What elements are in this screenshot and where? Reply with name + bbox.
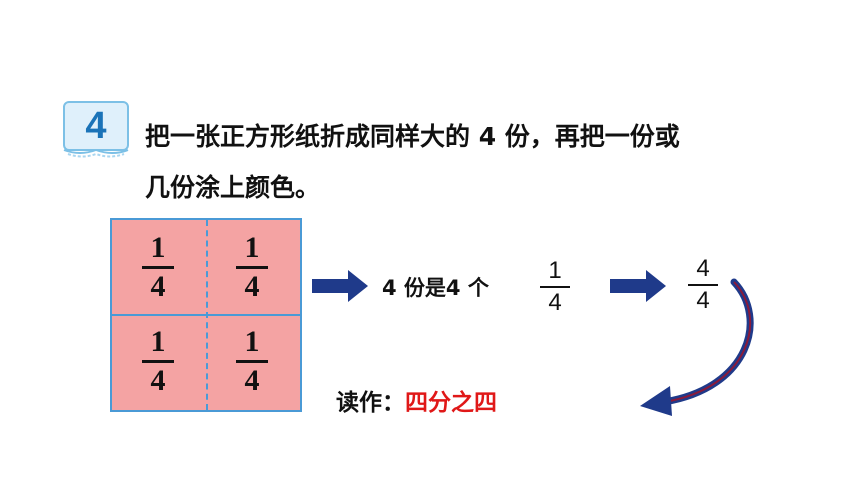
problem-text-line-1: 把一张正方形纸折成同样大的 4 份，再把一份或 <box>145 122 680 151</box>
book-icon <box>63 101 129 158</box>
read-as-value: 四分之四 <box>405 390 497 416</box>
right-arrow-icon <box>312 270 368 302</box>
curved-arrow-icon <box>640 278 754 416</box>
fold-line-horizontal <box>112 314 300 316</box>
read-as-label: 读作： <box>336 390 405 416</box>
right-arrow-icon <box>610 270 666 302</box>
read-as-line: 读作：四分之四 <box>336 383 497 417</box>
problem-number-badge: 4 <box>60 98 132 160</box>
problem-text-line-2: 几份涂上颜色。 <box>145 173 321 202</box>
step1-text: 4 份是4 个 <box>382 276 489 300</box>
problem-number: 4 <box>85 105 107 147</box>
